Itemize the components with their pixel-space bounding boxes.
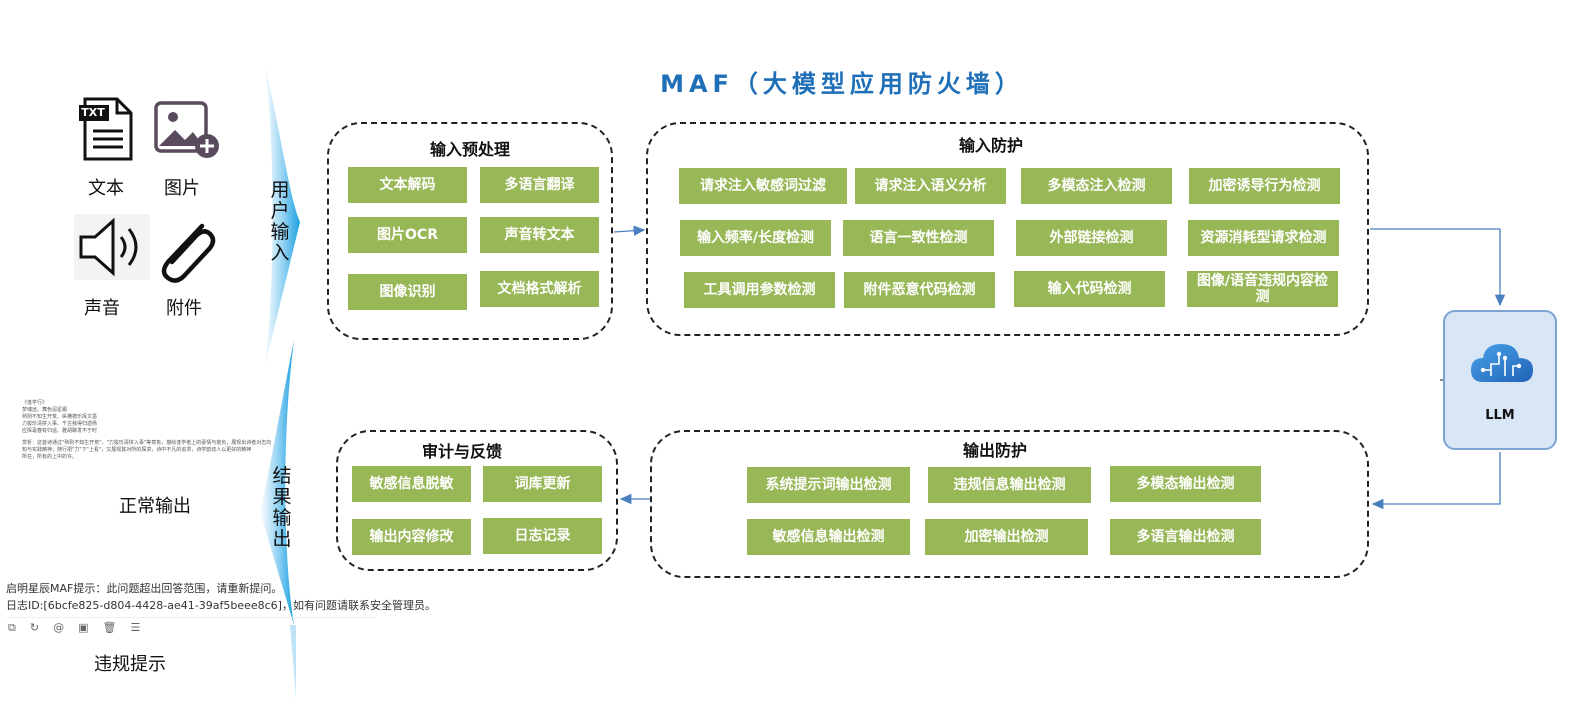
input-type-audio: 声音 — [84, 298, 120, 319]
preprocess-item: 声音转文本 — [480, 217, 599, 253]
result-output-label: 结果 输出 — [272, 465, 292, 550]
user-input-band — [264, 60, 300, 370]
paperclip-icon — [154, 216, 218, 288]
arrow-input-to-llm — [1370, 228, 1506, 307]
input-type-text: 文本 — [88, 178, 124, 199]
input-protect-item: 外部链接检测 — [1016, 220, 1167, 256]
audit-item: 日志记录 — [483, 518, 602, 554]
audit-panel — [336, 430, 618, 571]
input-protect-item: 请求注入语义分析 — [855, 168, 1006, 204]
image-icon[interactable]: ▣ — [78, 621, 89, 634]
violation-label: 违规提示 — [94, 654, 166, 675]
output-document-sample: 《逢学行》 梦魂远、舞色迢星霜 熟则不知生开荒、纵横德乐挥文墨 力拔珍清拼入事、… — [22, 400, 272, 460]
preprocess-title: 输入预处理 — [429, 140, 510, 159]
txt-badge: TXT — [81, 106, 105, 119]
input-protect-item: 图像/语音违规内容检测 — [1187, 271, 1338, 307]
output-protect-item: 加密输出检测 — [925, 519, 1088, 555]
output-protect-title: 输出防护 — [962, 441, 1027, 460]
preprocess-item: 图片OCR — [348, 217, 467, 253]
preprocess-item: 图像识别 — [348, 274, 467, 310]
arrow-llm-to-output — [1371, 452, 1501, 510]
input-type-attachment: 附件 — [166, 298, 202, 319]
mention-icon[interactable]: @ — [53, 621, 65, 634]
preprocess-item: 文本解码 — [348, 167, 467, 203]
audit-item: 词库更新 — [483, 466, 602, 502]
output-protect-panel — [650, 430, 1369, 578]
input-protect-item: 附件恶意代码检测 — [844, 272, 995, 308]
input-protect-item: 请求注入敏感词过滤 — [679, 168, 847, 204]
maf-notice-line1: 启明星辰MAF提示：此问题超出回答范围，请重新提问。 — [6, 582, 283, 595]
input-protect-item: 资源消耗型请求检测 — [1188, 220, 1339, 256]
flow-bands — [260, 60, 300, 700]
arrow-preprocess-to-input — [613, 225, 646, 236]
audit-item: 输出内容修改 — [352, 519, 471, 555]
input-type-image: 图片 — [164, 178, 200, 199]
output-protect-item: 系统提示词输出检测 — [747, 467, 910, 503]
user-input-label: 用户 输入 — [270, 179, 290, 264]
maf-notice-line2: 日志ID:[6bcfe825-d804-4428-ae41-39af5beee8… — [6, 599, 436, 612]
audit-title: 审计与反馈 — [421, 442, 502, 461]
result-output-band — [260, 340, 294, 625]
input-protect-panel — [646, 122, 1369, 336]
input-protect-item: 语言一致性检测 — [843, 220, 994, 256]
notice-divider — [6, 617, 376, 618]
trash-icon[interactable]: 🗑 — [102, 621, 117, 634]
input-protect-title: 输入防护 — [958, 136, 1023, 155]
input-protect-item: 加密诱导行为检测 — [1189, 168, 1340, 204]
speaker-icon — [74, 214, 150, 280]
page-title: MAF（大模型应用防火墙） — [660, 70, 1024, 98]
llm-label: LLM — [1485, 408, 1515, 423]
normal-output-label: 正常输出 — [119, 496, 191, 517]
menu-icon[interactable]: ☰ — [130, 621, 141, 634]
text-file-icon — [76, 96, 136, 162]
input-protect-item: 输入代码检测 — [1014, 271, 1165, 307]
llm-node: LLM — [1443, 310, 1557, 450]
input-protect-item: 输入频率/长度检测 — [680, 220, 831, 256]
audit-item: 敏感信息脱敏 — [352, 466, 471, 502]
notice-toolbar: ⧉ ↻ @ ▣ 🗑 ☰ — [8, 621, 140, 635]
output-protect-item: 多语言输出检测 — [1110, 519, 1261, 555]
output-protect-item: 敏感信息输出检测 — [747, 519, 910, 555]
input-protect-item: 多模态注入检测 — [1021, 168, 1172, 204]
preprocess-item: 文档格式解析 — [480, 271, 599, 307]
image-add-icon — [153, 100, 221, 162]
preprocess-item: 多语言翻译 — [480, 167, 599, 203]
preprocess-panel — [327, 122, 613, 340]
copy-icon[interactable]: ⧉ — [8, 621, 16, 634]
refresh-icon[interactable]: ↻ — [29, 621, 40, 634]
output-protect-item: 违规信息输出检测 — [928, 467, 1091, 503]
output-protect-item: 多模态输出检测 — [1110, 466, 1261, 502]
ai-cloud-icon — [1471, 344, 1533, 382]
input-protect-item: 工具调用参数检测 — [684, 272, 835, 308]
